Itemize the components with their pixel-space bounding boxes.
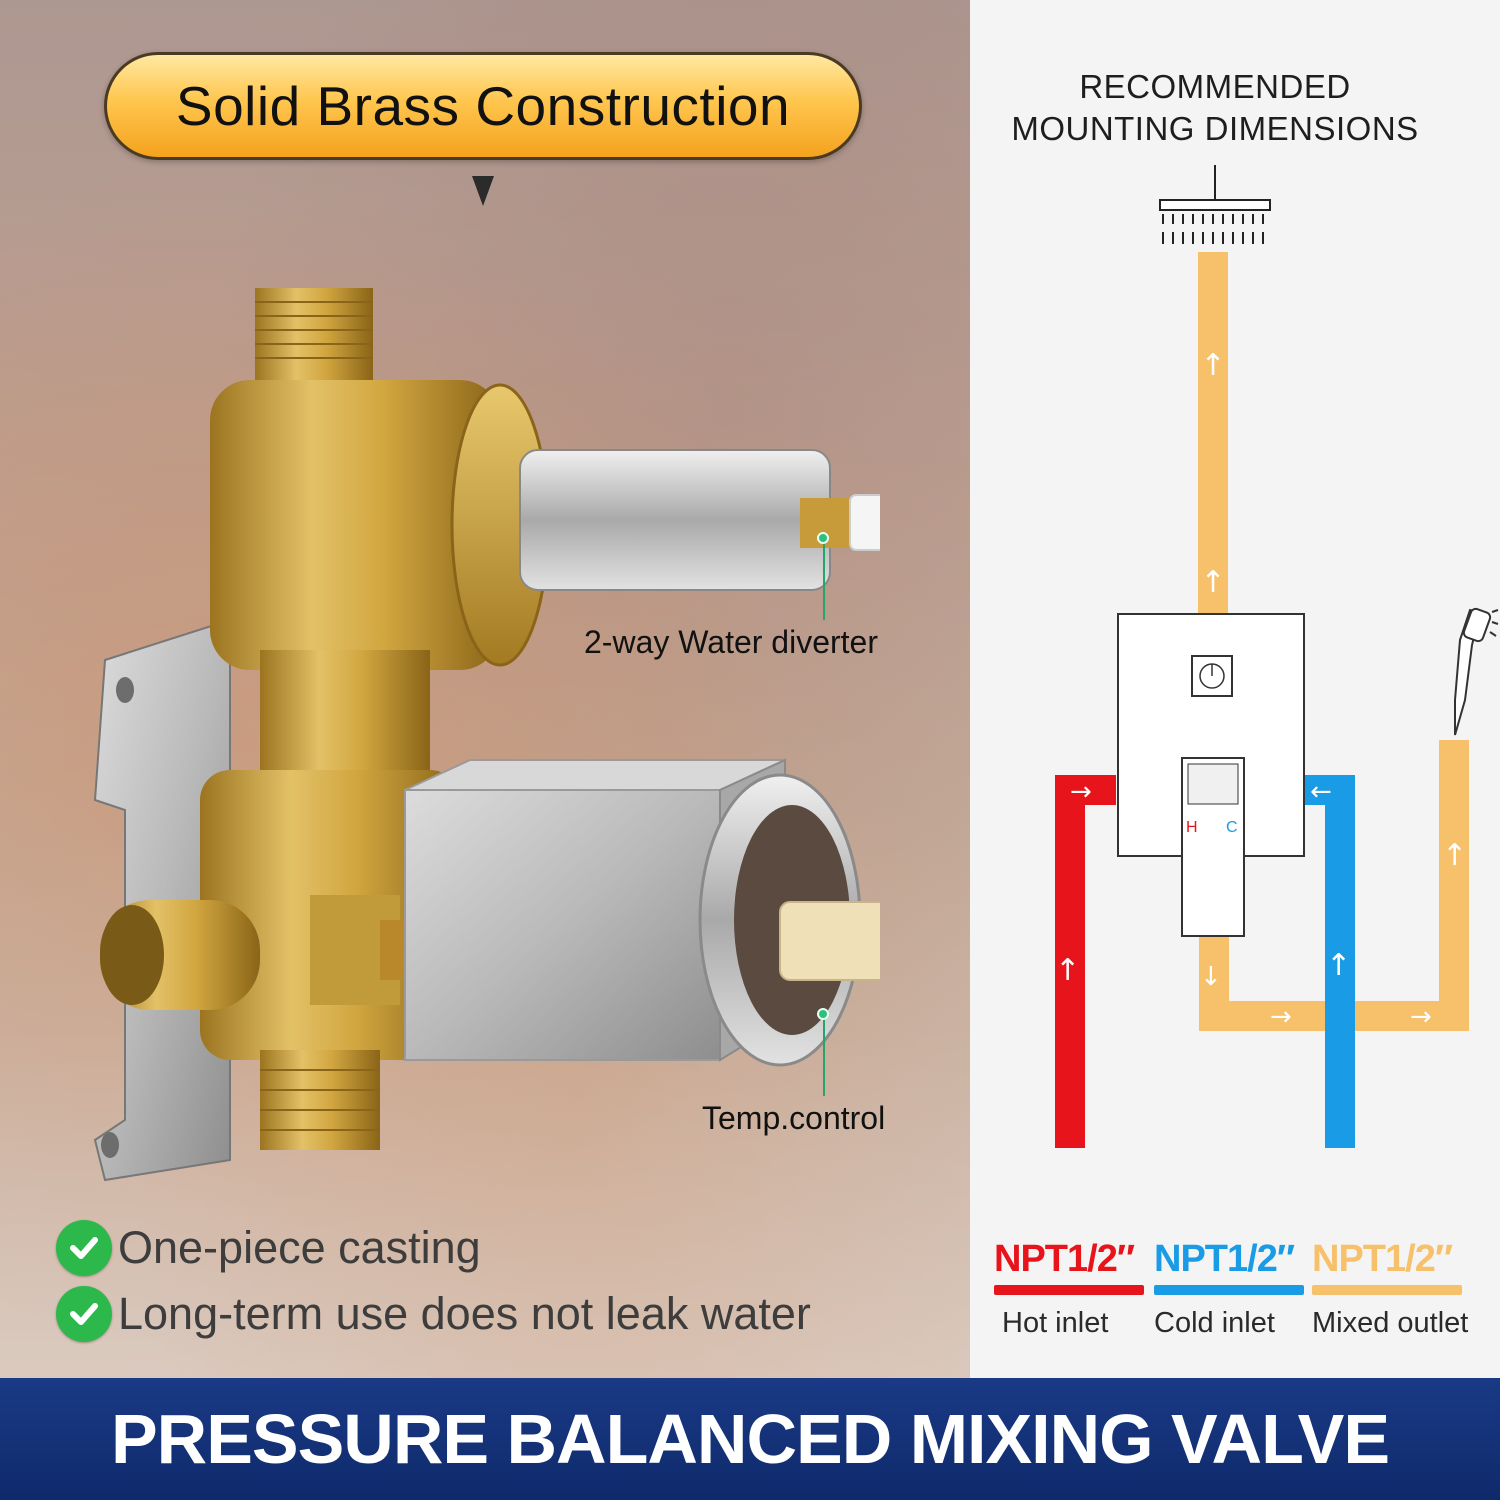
valve-body-image [93,288,880,1182]
svg-text:↑: ↑ [1055,953,1080,988]
temp-callout-label: Temp.control [702,1100,886,1136]
svg-text:↓: ↓ [1200,962,1222,992]
feature-text: Long-term use does not leak water [118,1288,811,1339]
feature-one-piece: One-piece casting [56,1220,481,1276]
svg-text:↑: ↑ [1200,565,1225,600]
mounting-diagram-panel: RECOMMENDED MOUNTING DIMENSIONS [970,0,1500,1378]
diverter-callout-line [823,540,825,620]
svg-text:→: → [1410,1002,1432,1032]
down-arrow-icon [472,176,494,206]
title-banner: PRESSURE BALANCED MIXING VALVE [0,1378,1500,1500]
badge-label: Solid Brass Construction [175,75,791,137]
svg-text:↑: ↑ [1326,948,1351,983]
temp-callout-line [823,1016,825,1096]
feature-text: One-piece casting [118,1222,481,1273]
checkmark-icon [56,1220,112,1276]
plumbing-diagram: ↑ ↑ ↑ → ↓ → → ↑ ↑ ← H C [1055,165,1499,1148]
diagram-title: RECOMMENDED MOUNTING DIMENSIONS [1011,68,1419,147]
feature-no-leak: Long-term use does not leak water [56,1286,811,1342]
legend-hot-inlet: NPT1/2″ Hot inlet [994,1238,1144,1340]
legend-cold-inlet: NPT1/2″ Cold inlet [1154,1238,1304,1340]
shower-head-icon [1159,165,1271,244]
temp-callout-dot [817,1008,829,1020]
svg-text:→: → [1270,1002,1292,1032]
hand-shower-icon [1454,607,1499,736]
legend-mixed-outlet: NPT1/2″ Mixed outlet [1312,1238,1469,1339]
svg-text:↑: ↑ [1442,838,1467,873]
svg-text:↑: ↑ [1200,348,1225,383]
svg-text:→: → [1070,777,1092,807]
checkmark-icon [56,1286,112,1342]
diverter-callout-label: 2-way Water diverter [584,624,878,660]
diverter-callout-dot [817,532,829,544]
product-photo-panel: Solid Brass Construction [0,0,970,1378]
solid-brass-badge: Solid Brass Construction [104,52,862,160]
svg-text:←: ← [1310,777,1332,807]
svg-text:C: C [1226,819,1238,836]
banner-title: PRESSURE BALANCED MIXING VALVE [110,1400,1390,1478]
svg-text:H: H [1186,819,1198,836]
